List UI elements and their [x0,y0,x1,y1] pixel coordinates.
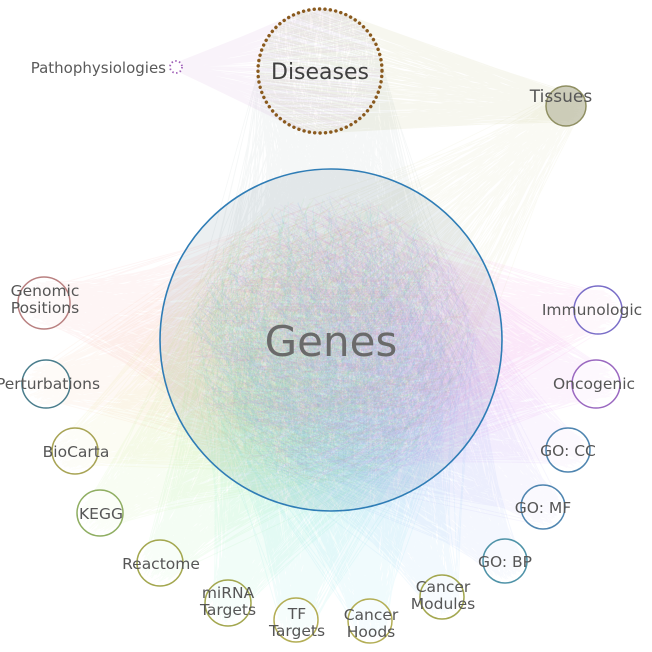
label-reactome: Reactome [122,555,200,573]
node-biocarta[interactable] [51,427,99,475]
edges-genes-kegg [81,199,474,532]
label-go-bp: GO: BP [478,553,532,571]
node-kegg[interactable] [76,489,124,537]
label-line: Pathophysiologies [31,59,166,77]
edges-genes-cancer-modules [188,196,475,615]
label-diseases: Diseases [271,60,369,85]
label-line: Perturbations [0,375,100,393]
node-go-mf[interactable] [520,484,566,530]
label-perturbations: Perturbations [0,375,100,393]
edges-genes-go-bp [187,197,524,580]
node-tf-targets[interactable] [273,597,319,643]
label-go-mf: GO: MF [515,499,571,517]
node-perturbations[interactable] [21,359,71,409]
node-pathophysiologies[interactable] [169,60,183,74]
label-line: Targets [268,622,325,640]
label-line: Reactome [122,555,200,573]
node-immunologic[interactable] [573,285,623,335]
label-line: GO: BP [478,553,532,571]
label-line: GO: CC [540,442,596,460]
edges-genes-immunologic [189,196,619,483]
node-cancer-modules[interactable] [419,574,465,620]
label-oncogenic: Oncogenic [553,375,635,393]
label-line: Genomic [11,282,80,300]
label-line: Targets [199,601,256,619]
node-cancer-hoods[interactable] [347,598,393,644]
label-line: Immunologic [542,301,642,319]
edges-diseases-genes [186,8,475,484]
label-line: Cancer [344,606,399,624]
edges-genes-cancer-hoods [192,203,477,640]
label-tissues: Tissues [529,87,593,107]
label-go-cc: GO: CC [540,442,596,460]
label-genes: Genes [265,317,398,366]
edges-tissues-genes [188,90,583,480]
edges-genes-oncogenic [189,195,614,478]
label-line: GO: MF [515,499,571,517]
label-immunologic: Immunologic [542,301,642,319]
genes-circle-fill [160,169,502,511]
label-line: miRNA [202,584,255,602]
label-kegg: KEGG [79,505,123,523]
edges-genes-tf-targets [191,201,475,639]
node-tissues[interactable] [545,85,587,127]
node-oncogenic[interactable] [571,359,621,409]
edges-diseases-pathophysiologies [172,8,383,134]
label-line: KEGG [79,505,123,523]
label-line: Oncogenic [553,375,635,393]
label-line: Tissues [529,87,593,107]
label-biocarta: BioCarta [43,443,110,461]
edges-genes-mirna-targets [193,199,474,622]
edges-diseases-tissues [257,8,584,134]
node-reactome[interactable] [136,539,184,587]
edges-genes-go-cc [198,197,587,477]
edges-genes-reactome [141,198,472,583]
node-genomic-positions[interactable] [17,276,71,330]
label-line: BioCarta [43,443,110,461]
label-pathophysiologies: Pathophysiologies [31,59,166,77]
label-line: Modules [411,595,475,613]
node-go-cc[interactable] [545,427,591,473]
node-go-bp[interactable] [482,538,528,584]
label-line: Cancer [416,578,471,596]
node-mirna-targets[interactable] [204,579,252,627]
label-line: TF [287,605,306,623]
node-genes[interactable] [159,168,503,512]
label-line: Hoods [347,623,396,641]
edges-genes-perturbations [28,195,468,486]
label-line: Positions [11,299,79,317]
node-diseases[interactable] [256,7,384,135]
